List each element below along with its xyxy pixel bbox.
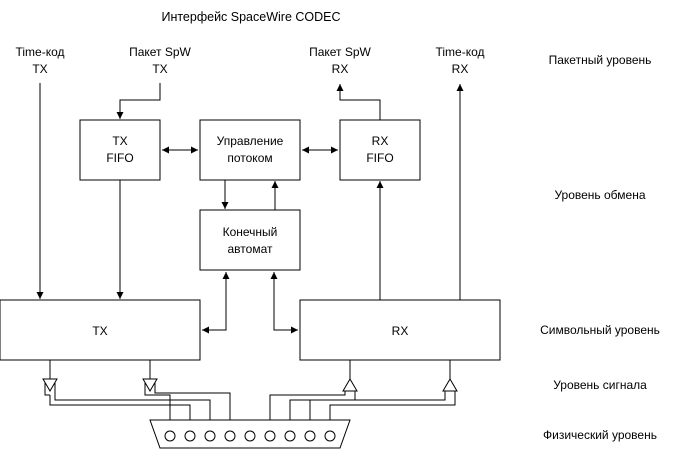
svg-text:RX: RX [372, 134, 389, 148]
connector-pin [244, 430, 256, 442]
svg-text:Управление: Управление [217, 134, 284, 148]
svg-text:Пакет SpW: Пакет SpW [309, 45, 371, 59]
level-label-physical: Физический уровень [543, 428, 657, 442]
label-tx-packet: Пакет SpW TX [129, 45, 191, 76]
connector-pin [324, 430, 336, 442]
block-tx-fifo: TX FIFO [79, 119, 161, 181]
block-tx: TX [0, 299, 201, 361]
connector-pin [224, 430, 236, 442]
block-flow-control: Управление потоком [199, 119, 301, 181]
svg-text:Конечный: Конечный [223, 225, 278, 239]
svg-text:Time-код: Time-код [15, 45, 64, 59]
svg-text:RX: RX [332, 62, 349, 76]
connector-9pin [149, 419, 351, 449]
arrow-state-machine-tx [202, 272, 230, 334]
block-rx-fifo: RX FIFO [339, 119, 421, 181]
svg-text:TX: TX [32, 62, 47, 76]
diagram-title: Интерфейс SpaceWire CODEC [161, 10, 340, 24]
block-rx: RX [299, 299, 501, 361]
svg-text:RX: RX [392, 324, 409, 338]
svg-text:FIFO: FIFO [366, 151, 393, 165]
svg-text:потоком: потоком [227, 151, 272, 165]
connector-pin [284, 430, 296, 442]
connector-pin [184, 430, 196, 442]
label-rx-time-code: Time-код RX [435, 45, 484, 76]
svg-text:автомат: автомат [228, 242, 273, 256]
block-state-machine: Конечный автомат [199, 209, 301, 271]
arrow-tx-packet-to-tx-fifo [116, 83, 161, 119]
rx-receiver-2 [309, 360, 458, 430]
connector-pin [164, 430, 176, 442]
svg-text:FIFO: FIFO [106, 151, 133, 165]
arrow-state-machine-rx [270, 272, 298, 334]
arrow-rx-fifo-to-rx-packet [336, 84, 381, 120]
level-label-packet: Пакетный уровень [549, 53, 652, 67]
svg-text:Time-код: Time-код [435, 45, 484, 59]
tx-driver-1 [42, 360, 211, 430]
level-label-symbol: Символьный уровень [540, 323, 660, 337]
svg-text:TX: TX [92, 324, 107, 338]
connector-pin [204, 430, 216, 442]
label-tx-time-code: Time-код TX [15, 45, 64, 76]
svg-text:TX: TX [112, 134, 127, 148]
connector-pin [264, 430, 276, 442]
svg-text:TX: TX [152, 62, 167, 76]
level-label-exchange: Уровень обмена [554, 188, 645, 202]
tx-driver-2 [142, 360, 231, 430]
svg-text:RX: RX [452, 62, 469, 76]
label-rx-packet: Пакет SpW RX [309, 45, 371, 76]
level-label-signal: Уровень сигнала [553, 378, 647, 392]
connector-pin [304, 430, 316, 442]
svg-text:Пакет SpW: Пакет SpW [129, 45, 191, 59]
